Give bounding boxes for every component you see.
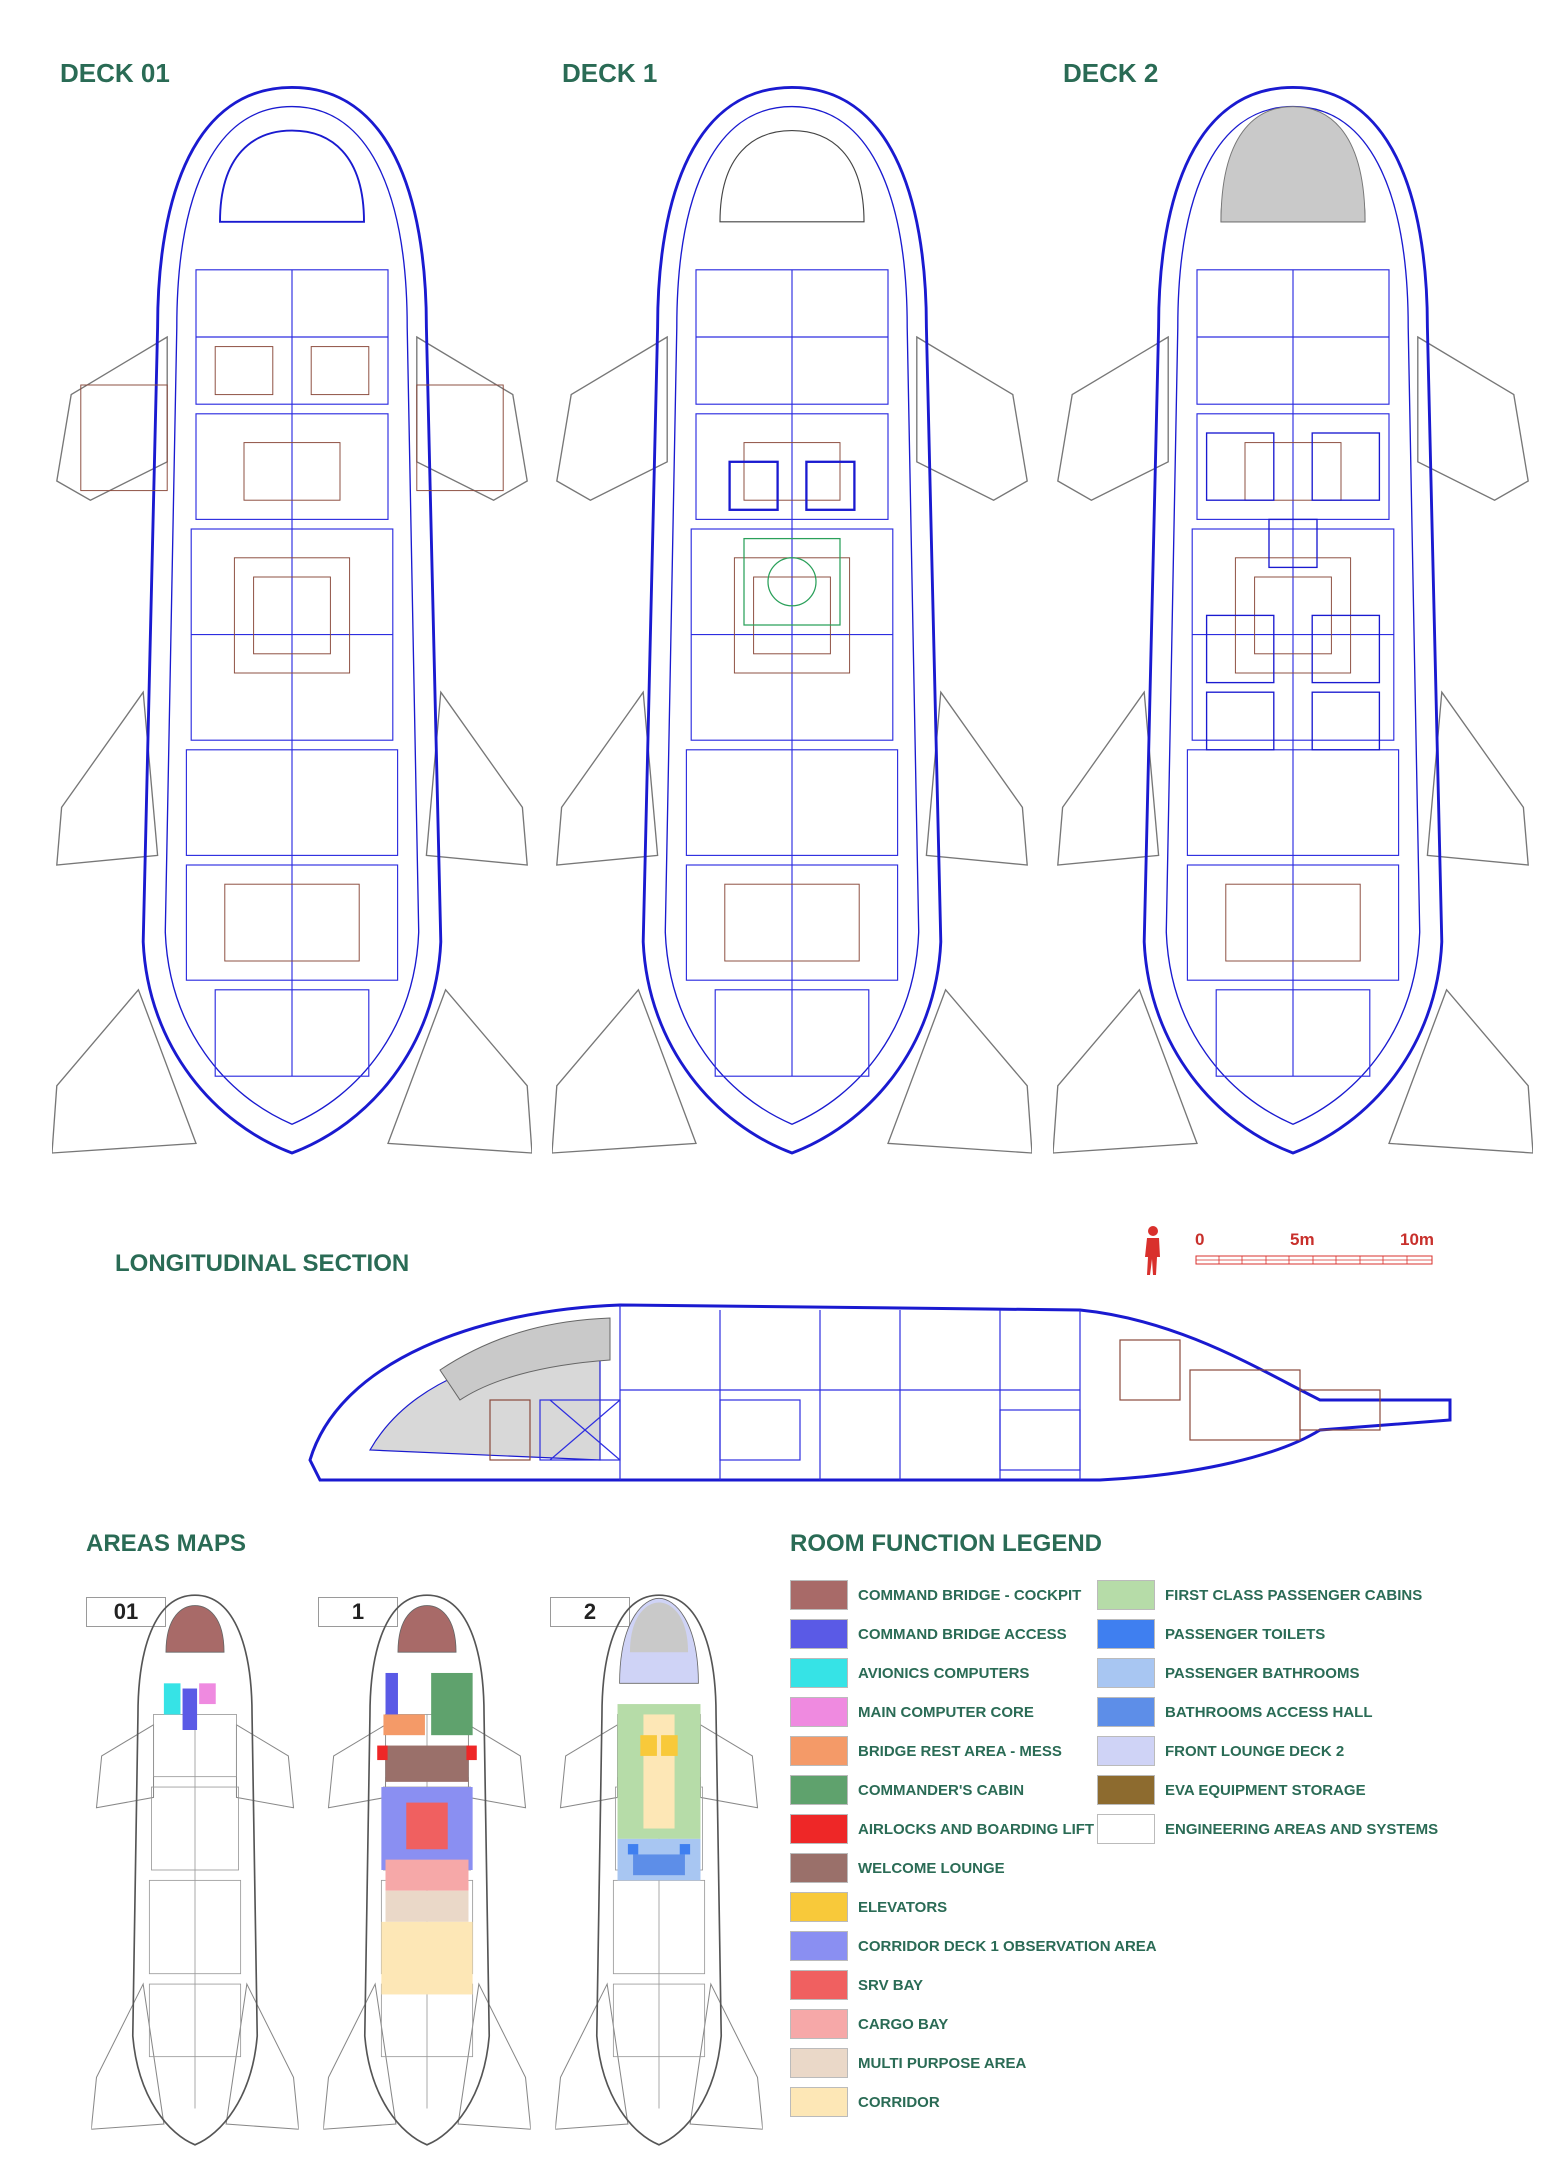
legend-item: BRIDGE REST AREA - MESS (790, 1736, 1062, 1766)
legend-item: AVIONICS COMPUTERS (790, 1658, 1029, 1688)
longitudinal-section (308, 1303, 1452, 1482)
area-map-deck-01 (80, 1590, 310, 2150)
legend-title: ROOM FUNCTION LEGEND (790, 1530, 1102, 1557)
legend-swatch (790, 2048, 848, 2078)
legend-label: SRV BAY (858, 1976, 924, 1994)
legend-swatch (790, 1736, 848, 1766)
legend-swatch (1097, 1775, 1155, 1805)
legend-item: ENGINEERING AREAS AND SYSTEMS (1097, 1814, 1438, 1844)
legend-label: AIRLOCKS AND BOARDING LIFT (858, 1820, 1095, 1838)
legend-item: ELEVATORS (790, 1892, 947, 1922)
legend-label: CARGO BAY (858, 2015, 949, 2033)
legend-label: CORRIDOR (858, 2093, 940, 2111)
scale-label-10m: 10m (1400, 1230, 1435, 1249)
legend-label: FIRST CLASS PASSENGER CABINS (1165, 1586, 1423, 1604)
legend-label: MAIN COMPUTER CORE (858, 1703, 1034, 1721)
legend-swatch (790, 1697, 848, 1727)
area-map-deck-2 (544, 1590, 774, 2150)
legend-item: FIRST CLASS PASSENGER CABINS (1097, 1580, 1422, 1610)
area-map-label-01: 01 (86, 1597, 166, 1627)
legend-label: BRIDGE REST AREA - MESS (858, 1742, 1062, 1760)
legend-swatch (790, 1775, 848, 1805)
scale-label-0: 0 (1195, 1230, 1205, 1249)
legend-swatch (1097, 1697, 1155, 1727)
legend-swatch (790, 1970, 848, 2000)
deck-01-title: DECK 01 (60, 58, 170, 88)
legend-label: ENGINEERING AREAS AND SYSTEMS (1165, 1820, 1439, 1838)
legend-item: BATHROOMS ACCESS HALL (1097, 1697, 1373, 1727)
legend-item: PASSENGER BATHROOMS (1097, 1658, 1359, 1688)
legend-swatch (790, 2009, 848, 2039)
human-figure-icon (1145, 1226, 1160, 1275)
area-map-label-2: 2 (550, 1597, 630, 1627)
area-map-label-1: 1 (318, 1597, 398, 1627)
legend-swatch (790, 1931, 848, 1961)
deck-1-title: DECK 1 (562, 58, 658, 88)
legend-item: FRONT LOUNGE DECK 2 (1097, 1736, 1344, 1766)
scale-label-5m: 5m (1290, 1230, 1315, 1249)
deck-2-plan (1053, 50, 1533, 1200)
legend-label: COMMAND BRIDGE ACCESS (858, 1625, 1067, 1643)
legend-label: FRONT LOUNGE DECK 2 (1165, 1742, 1345, 1760)
legend-swatch (1097, 1619, 1155, 1649)
legend-item: CORRIDOR (790, 2087, 940, 2117)
legend-label: COMMAND BRIDGE - COCKPIT (858, 1586, 1082, 1604)
legend-label: CORRIDOR DECK 1 OBSERVATION AREA (858, 1937, 1157, 1955)
legend-item: COMMAND BRIDGE - COCKPIT (790, 1580, 1081, 1610)
legend-swatch (1097, 1736, 1155, 1766)
section-title: LONGITUDINAL SECTION (115, 1250, 410, 1277)
legend-label: PASSENGER TOILETS (1165, 1625, 1326, 1643)
legend-label: AVIONICS COMPUTERS (858, 1664, 1030, 1682)
legend-swatch (790, 1814, 848, 1844)
legend-item: PASSENGER TOILETS (1097, 1619, 1325, 1649)
legend-swatch (1097, 1814, 1155, 1844)
legend-item: COMMANDER'S CABIN (790, 1775, 1024, 1805)
legend-label: EVA EQUIPMENT STORAGE (1165, 1781, 1366, 1799)
legend-swatch (790, 1658, 848, 1688)
legend-item: SRV BAY (790, 1970, 923, 2000)
legend-label: MULTI PURPOSE AREA (858, 2054, 1027, 2072)
legend-item: EVA EQUIPMENT STORAGE (1097, 1775, 1366, 1805)
deck-2-title: DECK 2 (1063, 58, 1159, 88)
legend-label: BATHROOMS ACCESS HALL (1165, 1703, 1373, 1721)
legend-swatch (790, 1853, 848, 1883)
legend-label: ELEVATORS (858, 1898, 948, 1916)
legend-item: MAIN COMPUTER CORE (790, 1697, 1034, 1727)
legend-swatch (790, 1619, 848, 1649)
legend-swatch (790, 2087, 848, 2117)
legend-label: PASSENGER BATHROOMS (1165, 1664, 1360, 1682)
legend-swatch (790, 1892, 848, 1922)
legend-item: MULTI PURPOSE AREA (790, 2048, 1026, 2078)
deck-1-plan (552, 50, 1032, 1200)
legend-label: WELCOME LOUNGE (858, 1859, 1005, 1877)
scale-bar (1195, 1255, 1433, 1265)
area-map-deck-1 (312, 1590, 542, 2150)
areas-maps-title: AREAS MAPS (86, 1530, 247, 1557)
legend-swatch (1097, 1658, 1155, 1688)
legend-item: COMMAND BRIDGE ACCESS (790, 1619, 1067, 1649)
legend-item: CARGO BAY (790, 2009, 948, 2039)
legend-swatch (790, 1580, 848, 1610)
deck-01-plan (52, 50, 532, 1200)
legend-swatch (1097, 1580, 1155, 1610)
legend-item: AIRLOCKS AND BOARDING LIFT (790, 1814, 1094, 1844)
legend-label: COMMANDER'S CABIN (858, 1781, 1025, 1799)
legend-item: WELCOME LOUNGE (790, 1853, 1005, 1883)
legend-item: CORRIDOR DECK 1 OBSERVATION AREA (790, 1931, 1157, 1961)
